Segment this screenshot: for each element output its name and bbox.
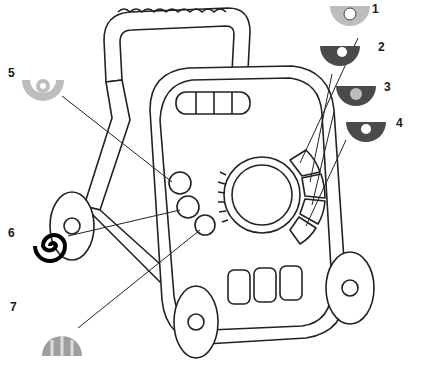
leader-line <box>306 140 346 226</box>
piano-key <box>228 270 250 304</box>
icon-bee <box>320 46 360 66</box>
icon-ring-centre <box>38 81 48 91</box>
wheel <box>174 286 218 358</box>
key-segment <box>290 217 316 244</box>
callout-number: 5 <box>8 66 15 80</box>
side-frame <box>84 80 130 210</box>
handle-grip <box>118 9 226 12</box>
callout-number: 4 <box>396 116 403 130</box>
leader-line <box>78 230 200 328</box>
leader-line <box>62 96 172 182</box>
callout-number: 3 <box>384 80 391 94</box>
icon-detail <box>361 124 371 134</box>
leader-line <box>312 112 334 205</box>
hub <box>342 280 358 296</box>
icon-detail <box>350 88 362 100</box>
icon-spiral <box>35 235 65 261</box>
button <box>169 172 191 194</box>
icon-stripes <box>52 336 72 356</box>
callout-number: 7 <box>10 300 17 314</box>
icon-ladybug <box>336 86 376 106</box>
icon-face <box>330 6 370 26</box>
roller-line <box>195 92 197 114</box>
hub <box>64 218 80 234</box>
callout-number: 1 <box>372 2 379 16</box>
icon-detail <box>344 8 356 20</box>
wheel <box>326 252 374 324</box>
roller-line <box>231 92 233 114</box>
roller-line <box>213 92 215 114</box>
wheel <box>50 192 94 260</box>
leader-line <box>68 210 180 236</box>
roller <box>176 92 250 114</box>
dial-ticks <box>218 172 228 222</box>
centre-dial-inner <box>232 165 292 225</box>
icon-striped <box>42 336 82 356</box>
button <box>177 196 199 218</box>
callout-number: 2 <box>378 40 385 54</box>
key-segment <box>302 174 325 198</box>
hub <box>188 314 204 330</box>
piano-key <box>254 268 276 302</box>
icon-ring <box>26 80 60 97</box>
icon-bird <box>346 122 386 142</box>
piano-key <box>280 266 302 300</box>
icon-detail <box>337 47 347 57</box>
centre-dial <box>224 157 300 233</box>
callout-number: 6 <box>8 226 15 240</box>
